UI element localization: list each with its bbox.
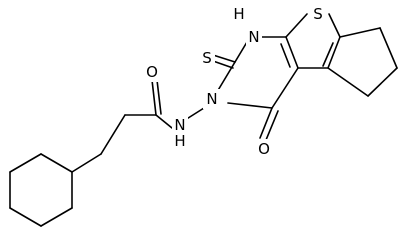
bond-cyclohexane-5	[40, 207, 73, 227]
bond-cp-4	[327, 67, 369, 97]
bond-n-n	[184, 107, 205, 121]
bond-pyr-n3-c2	[216, 61, 236, 93]
bond-pyr-c4a-c4	[271, 67, 299, 109]
bond-pyr-c4-n3	[227, 102, 273, 109]
bond-amide-co-1	[151, 79, 157, 116]
atom-h-n1: H	[233, 5, 244, 23]
bond-ketone-2	[265, 110, 279, 141]
atom-o-ketone: O	[258, 140, 270, 158]
bond-thio-c8a-s	[285, 13, 308, 38]
bond-cp-1	[339, 27, 381, 38]
atom-labels: S H N S N N H O O	[143, 4, 326, 159]
bond-cyclohexane-2	[9, 153, 42, 173]
bond-ketone-1	[259, 107, 273, 139]
atom-n3-ring: N	[206, 90, 217, 108]
atom-s-ring: S	[313, 5, 323, 23]
bond-thio-s-c7a	[328, 13, 341, 38]
atom-n-chain: N	[174, 116, 185, 134]
bond-thione-1	[212, 54, 236, 63]
bond-chain-2	[100, 114, 126, 155]
bond-pyr-c8a-c4a	[285, 36, 299, 69]
bond-cyclohexane-1	[40, 153, 73, 173]
bond-cp-3	[367, 67, 398, 97]
bond-amide-cn	[155, 114, 173, 129]
bonds	[9, 13, 398, 227]
bond-chain-1	[71, 153, 102, 173]
bond-cyclohexane-4	[9, 207, 42, 227]
bond-thio-c7a-c4b	[327, 36, 341, 69]
atom-s-thione: S	[202, 49, 212, 67]
bond-cp-2	[379, 27, 398, 69]
bond-thio-c7a-c4b-inner	[322, 42, 334, 67]
bond-pyr-c8a-c4a-inner	[280, 43, 291, 68]
bond-pyr-c2-n1	[234, 41, 248, 63]
atom-h-n-chain: H	[174, 132, 185, 150]
atom-o-amide: O	[146, 63, 158, 81]
atom-n1-ring: N	[248, 28, 259, 46]
bond-amide-co-2	[156, 79, 162, 115]
bond-thione-2	[212, 60, 234, 69]
